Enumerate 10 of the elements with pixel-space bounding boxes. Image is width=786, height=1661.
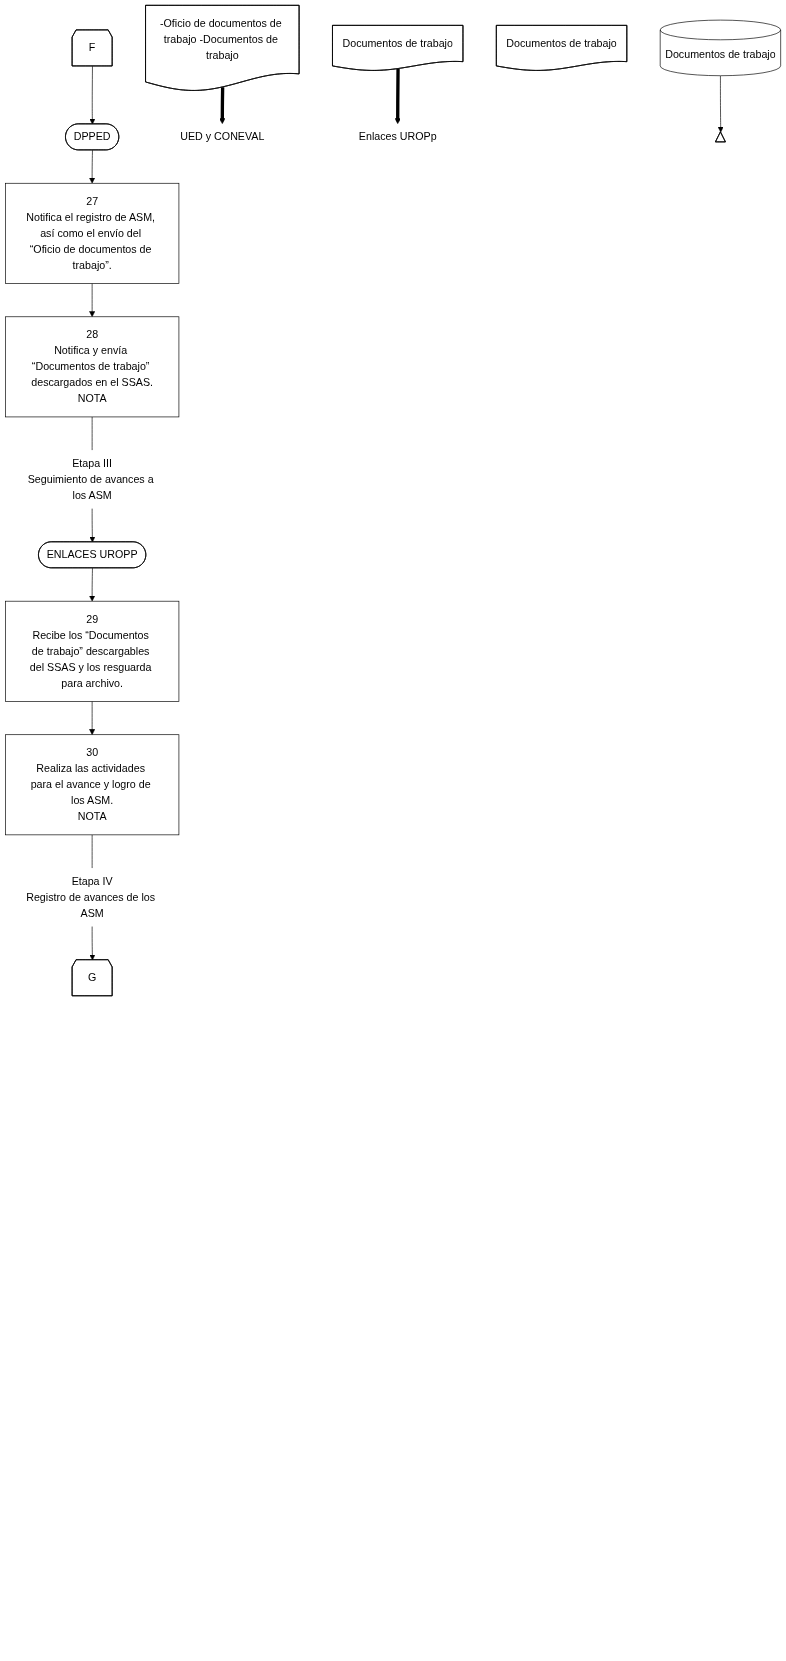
node-text: Etapa IV Registro de avances de los ASM [26, 875, 156, 919]
node-box: 30 Realiza las actividades para el avance y logro de los ASM. NOTA [5, 734, 180, 836]
node-text: Enlaces UROPp [358, 130, 437, 143]
arrow [219, 87, 226, 125]
node-box: 29 Recibe los “Documentos de trabajo” descargables del SSAS y los resguarda para archivo. [5, 600, 180, 702]
node-text: Etapa III Seguimiento de avances a los ASM [27, 457, 154, 501]
node-box: 28 Notifica y envía “Documentos de trabajo” descargados en el SSAS. NOTA [5, 316, 180, 418]
node-box: 27 Notifica el registro de ASM, así como el envío del “Oficio de documentos de trabajo”. [5, 182, 180, 284]
node-text: UED y CONEVAL [180, 130, 265, 143]
arrow [394, 68, 401, 125]
